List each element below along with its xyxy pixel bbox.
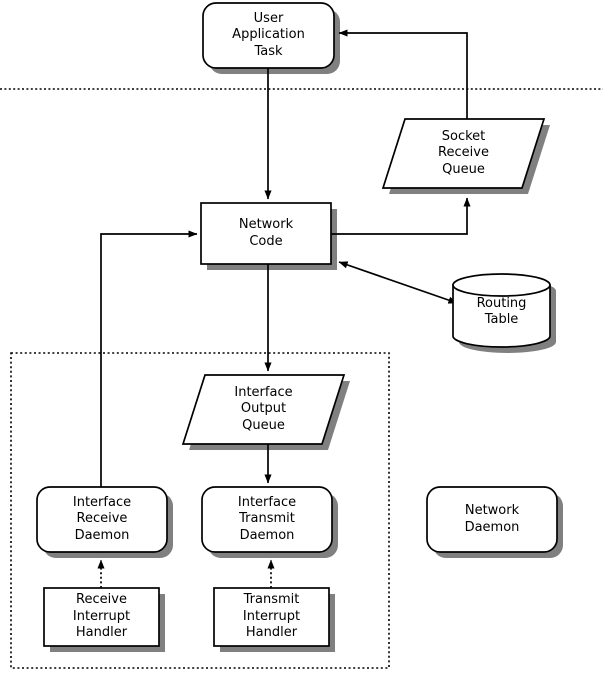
node-shapes bbox=[36, 2, 558, 647]
node-network-code[interactable] bbox=[200, 202, 332, 265]
node-network-daemon[interactable] bbox=[426, 486, 558, 553]
node-interface-transmit-daemon[interactable] bbox=[201, 486, 333, 553]
node-routing-table[interactable] bbox=[452, 273, 551, 348]
node-receive-interrupt-handler[interactable] bbox=[43, 587, 160, 647]
driver-group-box bbox=[10, 352, 390, 669]
diagram-edges bbox=[97, 29, 471, 588]
node-user-application-task[interactable] bbox=[202, 2, 335, 69]
edge-socket-queue-to-user-task bbox=[338, 29, 468, 119]
node-transmit-interrupt-handler[interactable] bbox=[213, 587, 330, 647]
edge-network-code-to-socket-queue bbox=[331, 197, 471, 235]
edge-receive-daemon-to-network-code bbox=[100, 230, 198, 487]
node-interface-output-queue[interactable] bbox=[181, 374, 346, 445]
node-interface-receive-daemon[interactable] bbox=[36, 486, 168, 553]
node-socket-receive-queue[interactable] bbox=[381, 118, 546, 189]
edge-network-code-routing-table bbox=[338, 261, 458, 304]
